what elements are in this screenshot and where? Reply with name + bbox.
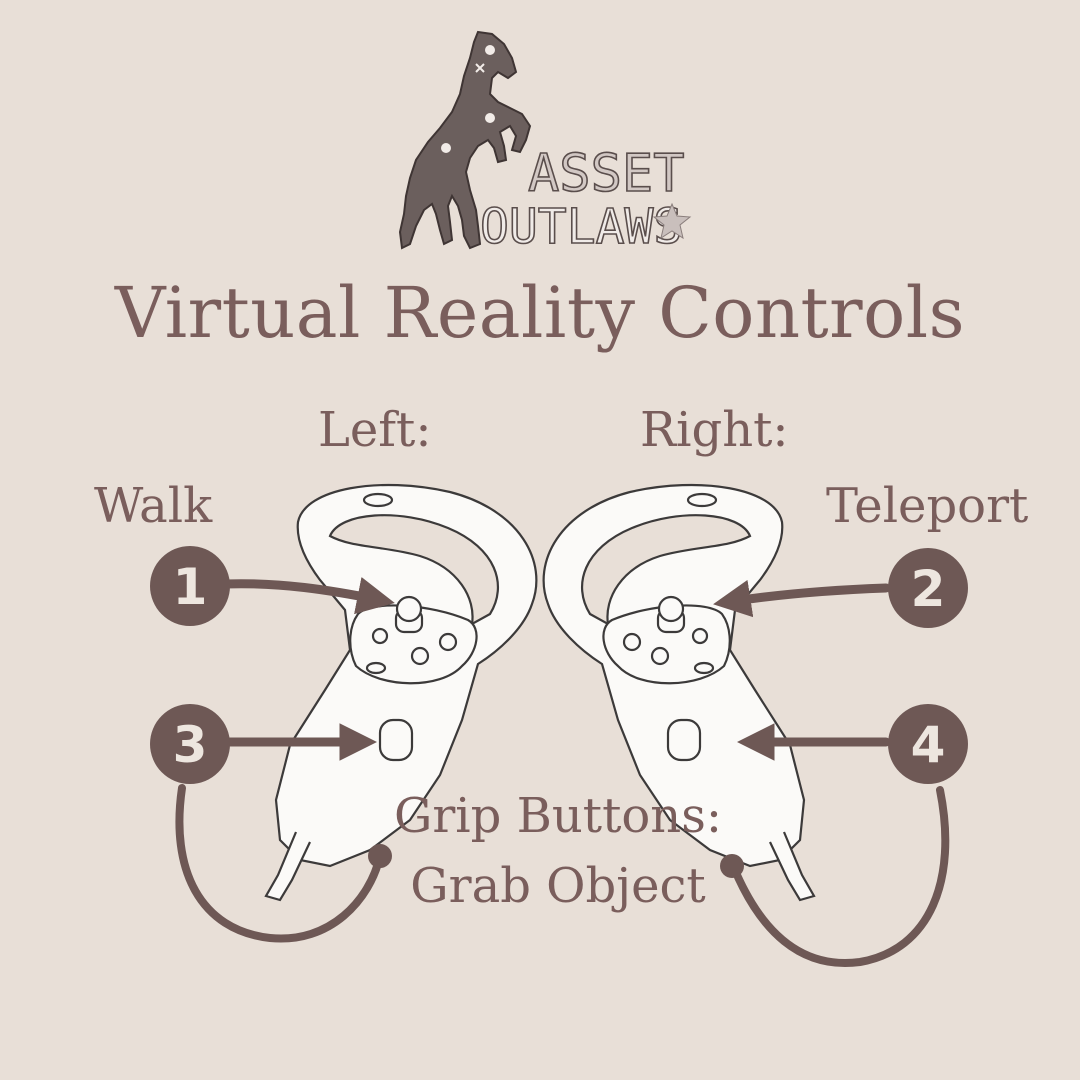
button-b	[622, 632, 642, 652]
marker-4: 4	[888, 704, 968, 784]
teleport-label: Teleport	[826, 478, 1029, 534]
arrow-2	[713, 579, 891, 618]
connector-right	[730, 786, 950, 967]
grip-connectors	[175, 784, 950, 967]
page-title: Virtual Reality Controls	[114, 272, 966, 354]
button-menu-left	[410, 646, 430, 666]
right-controller-heading: Right:	[640, 402, 789, 458]
system-button-left	[362, 492, 394, 508]
grab-object-label: Grab Object	[410, 858, 706, 914]
connector-right-dot	[720, 854, 744, 878]
svg-text:2: 2	[911, 560, 946, 618]
grip-buttons-heading: Grip Buttons:	[393, 788, 722, 844]
connector-left-dot	[368, 844, 392, 868]
button-x	[371, 627, 389, 645]
connector-left	[175, 784, 384, 943]
star-icon	[652, 202, 692, 240]
button-oculus-right	[650, 646, 670, 666]
marker-3: 3	[150, 704, 230, 784]
svg-text:1: 1	[173, 558, 208, 616]
left-controller-heading: Left:	[318, 402, 432, 458]
grip-button-left	[378, 718, 414, 762]
thumbstick-right	[657, 595, 685, 623]
arrow-1	[219, 577, 395, 615]
walk-label: Walk	[94, 478, 213, 534]
logo-word-bottom: OUTLAWS	[480, 199, 682, 255]
system-button-right	[686, 492, 718, 508]
thumbstick-left	[395, 595, 423, 623]
arrows	[219, 577, 891, 761]
svg-text:4: 4	[911, 716, 946, 774]
button-a	[691, 627, 709, 645]
logo-word-top: ASSET	[528, 144, 685, 204]
button-y	[438, 632, 458, 652]
rearing-horse-icon	[398, 30, 532, 250]
svg-text:3: 3	[173, 716, 208, 774]
marker-2: 2	[888, 548, 968, 628]
left-controller	[264, 483, 538, 902]
logo: ASSET OUTLAWS	[398, 30, 692, 256]
grip-button-right	[666, 718, 702, 762]
marker-1: 1	[150, 546, 230, 626]
